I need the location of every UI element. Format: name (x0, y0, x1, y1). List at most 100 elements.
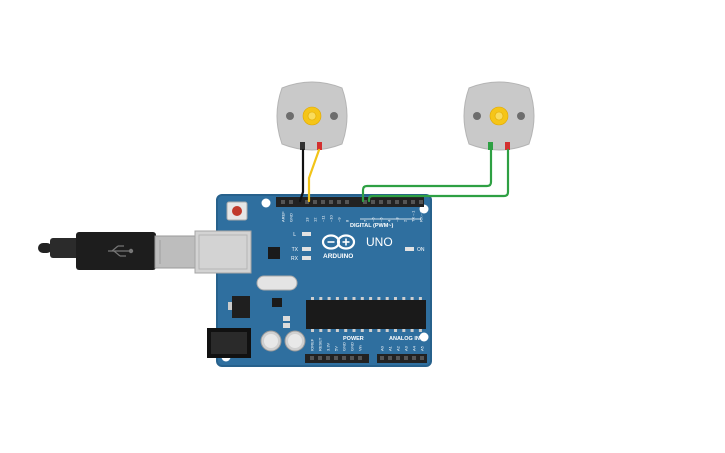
chip-pin (410, 297, 414, 300)
digital-header[interactable] (276, 197, 424, 207)
digital-pin-label: 4 (387, 219, 392, 222)
digital-pin-label: 12 (313, 217, 318, 222)
power-pin-socket[interactable] (342, 356, 346, 360)
digital-pin-label: 2 (403, 219, 408, 222)
power-pin-label: IOREF (310, 338, 315, 351)
analog-label: ANALOG IN (389, 336, 420, 342)
chip-pin (377, 297, 381, 300)
chip-pin (311, 329, 314, 332)
reset-button-cap[interactable] (232, 206, 242, 216)
board-model-label: UNO (366, 235, 393, 249)
analog-pin-socket[interactable] (380, 356, 384, 360)
power-pin-socket[interactable] (326, 356, 330, 360)
chip-pin (311, 297, 314, 300)
led-on (405, 247, 414, 251)
arduino-logo-text: ARDUINO (323, 253, 353, 260)
digital-pin-socket[interactable] (371, 200, 375, 204)
analog-header[interactable] (377, 354, 427, 363)
motor-2-gear-icon (489, 106, 509, 126)
dc-motor-2[interactable] (463, 81, 535, 151)
motor-2-terminal-b[interactable] (505, 142, 510, 150)
power-jack-inner (211, 332, 247, 354)
power-pin-socket[interactable] (358, 356, 362, 360)
analog-pin-label: A2 (396, 345, 401, 351)
chip-pin (327, 297, 331, 300)
power-pin-label: 5V (334, 346, 339, 351)
analog-pin-socket[interactable] (404, 356, 408, 360)
chip-pin (319, 329, 323, 332)
wire-green-pin6[interactable] (367, 148, 510, 203)
motor-2-terminal-a[interactable] (488, 142, 493, 150)
power-pin-socket[interactable] (318, 356, 322, 360)
digital-pin-socket[interactable] (379, 200, 383, 204)
capacitor-top (288, 334, 302, 348)
digital-pin-socket[interactable] (345, 200, 349, 204)
digital-pin-label: TX→1 (411, 210, 416, 222)
digital-pin-label: ~11 (321, 215, 326, 222)
analog-pin-socket[interactable] (420, 356, 424, 360)
digital-pin-label: ~10 (329, 214, 334, 222)
chip-pin (410, 329, 414, 332)
analog-pin-socket[interactable] (388, 356, 392, 360)
usb-cable[interactable] (38, 232, 196, 270)
motor-1-gear-icon (302, 106, 322, 126)
analog-pin-label: A3 (404, 345, 409, 351)
analog-pin-row (380, 356, 424, 360)
power-pin-socket[interactable] (350, 356, 354, 360)
digital-pin-socket[interactable] (313, 200, 317, 204)
atmega-microcontroller (306, 300, 426, 329)
mounting-hole (419, 332, 429, 342)
motor-1-terminal-b[interactable] (317, 142, 322, 150)
chip-pin (360, 329, 364, 332)
motor-1-terminal-a[interactable] (300, 142, 305, 150)
power-pin-socket[interactable] (310, 356, 314, 360)
chip-pin (418, 329, 422, 332)
chip-pin (327, 329, 331, 332)
wire-yellow-pin13[interactable] (307, 148, 321, 203)
digital-pin-label: GND (289, 213, 294, 222)
usb-plug-metal (154, 235, 196, 269)
chip-pin (335, 329, 339, 332)
led-rx (302, 256, 311, 260)
digital-pin-label: 7 (363, 219, 368, 222)
digital-pin-socket[interactable] (403, 200, 407, 204)
digital-pin-label: AREF (281, 211, 286, 222)
smd-part (283, 316, 290, 321)
chip-pin (418, 297, 422, 300)
wire-black-gnd[interactable] (298, 148, 305, 203)
digital-pin-socket[interactable] (411, 200, 415, 204)
digital-pin-socket[interactable] (363, 200, 367, 204)
digital-pin-socket[interactable] (329, 200, 333, 204)
digital-pin-socket[interactable] (395, 200, 399, 204)
dc-motor-1[interactable] (276, 81, 348, 151)
digital-pin-socket[interactable] (289, 200, 293, 204)
chip-pin (385, 329, 389, 332)
analog-pin-socket[interactable] (412, 356, 416, 360)
analog-pin-label: A5 (420, 345, 425, 351)
led-on-label: ON (417, 247, 425, 253)
digital-pin-socket[interactable] (281, 200, 285, 204)
digital-pin-socket[interactable] (305, 200, 309, 204)
digital-pin-label: RX←0 (419, 209, 424, 222)
usb-b-port[interactable] (194, 230, 252, 274)
digital-pin-socket[interactable] (321, 200, 325, 204)
crystal-oscillator (256, 275, 298, 291)
digital-pin-socket[interactable] (387, 200, 391, 204)
usb-port-inner (198, 234, 248, 270)
analog-pin-socket[interactable] (396, 356, 400, 360)
led-l-label: L (293, 232, 296, 238)
chip-pin (402, 329, 406, 332)
led-tx-label: TX (292, 247, 299, 253)
capacitor-top (264, 334, 278, 348)
digital-pin-label: 8 (345, 219, 350, 222)
digital-pin-socket[interactable] (337, 200, 341, 204)
power-pin-socket[interactable] (334, 356, 338, 360)
wire-green-pin7[interactable] (361, 148, 493, 203)
chip-pin (335, 297, 339, 300)
digital-pin-socket[interactable] (419, 200, 423, 204)
small-chip (272, 298, 282, 307)
analog-pin-label: A1 (388, 345, 393, 351)
